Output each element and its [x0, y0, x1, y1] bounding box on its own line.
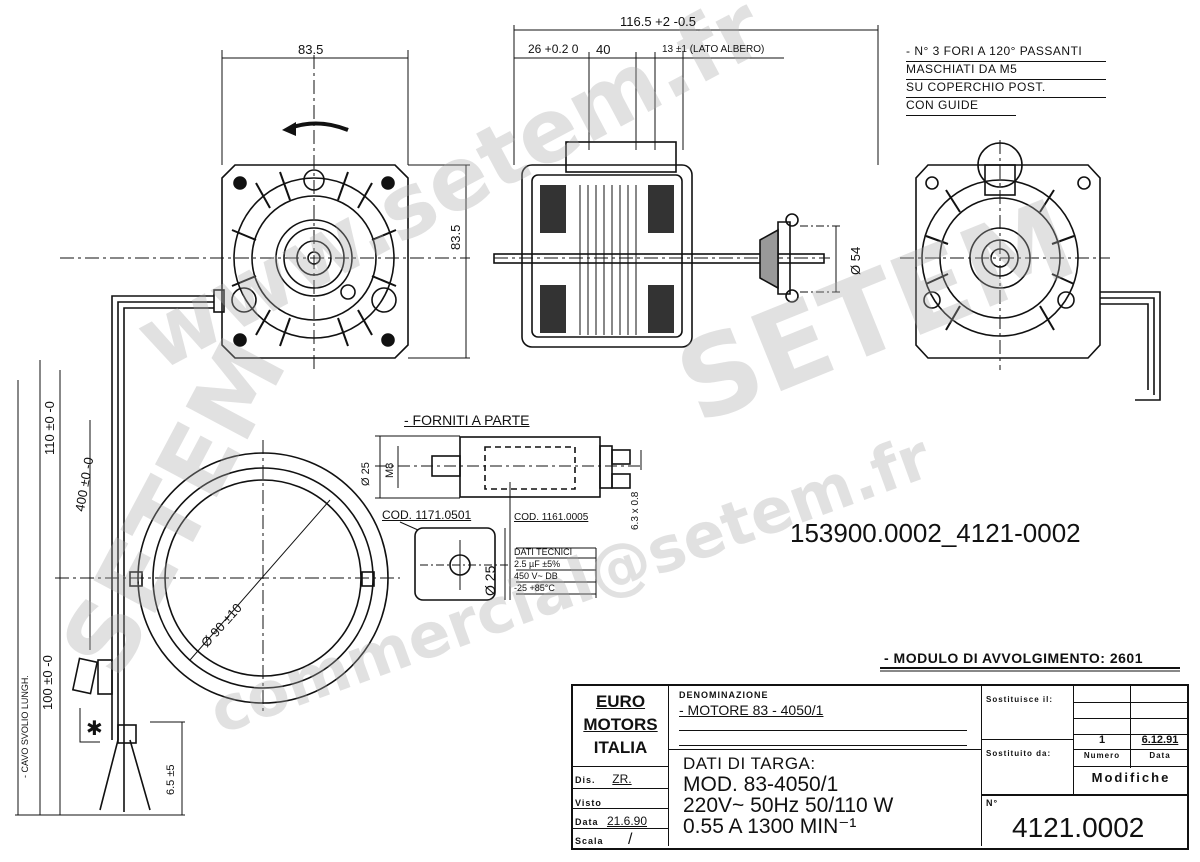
visto-label: Visto: [575, 798, 602, 808]
rating-label: DATI DI TARGA:: [683, 754, 816, 773]
dim-cable-stripped: 100 ±0 -0: [40, 655, 55, 710]
data-label: Data: [575, 817, 599, 827]
note-line: SU COPERCHIO POST.: [906, 80, 1106, 98]
mounting-holes-note: - N° 3 FORI A 120° PASSANTI MASCHIATI DA…: [906, 44, 1106, 116]
logo-line: ITALIA: [593, 738, 648, 757]
revision-number-header: Numero: [1083, 751, 1121, 760]
dim-shaft-side: 13 ±1 (LATO ALBERO): [662, 44, 765, 55]
scala-field: Scala /: [573, 828, 669, 848]
replaces-field: Sostituisce il:: [981, 686, 1073, 740]
drawing-number-label: N°: [986, 798, 999, 808]
dim-overall-length: 116.5 +2 -0.5: [620, 14, 697, 29]
revision-number: 1: [1098, 734, 1106, 746]
logo-line: MOTORS: [583, 715, 658, 734]
rating-current-speed: 0.55 A 1300 MIN⁻¹: [683, 815, 857, 838]
company-logo: EURO MOTORS ITALIA: [573, 686, 669, 766]
dis-field: Dis. ZR.: [573, 766, 669, 788]
revision-date: 6.12.91: [1141, 734, 1179, 746]
capacitor-dim-thread: M8: [384, 462, 396, 478]
dis-value: ZR.: [612, 772, 632, 786]
rating-electrical: 220V~ 50Hz 50/110 W: [683, 794, 894, 817]
bracket-diameter: Ø 25: [482, 565, 498, 596]
denomination-field: DENOMINAZIONE - MOTORE 83 - 4050/1: [669, 686, 981, 750]
revision-date-header: Data: [1149, 751, 1171, 760]
visto-field: Visto: [573, 788, 669, 808]
drawing-number-field: N° 4121.0002: [981, 794, 1187, 846]
dim-flange-offset: 26 +0.2 0: [528, 42, 579, 56]
drawing-number-value: 4121.0002: [1012, 812, 1145, 843]
dim-cable-length-1: 110 ±0 -0: [42, 401, 57, 455]
denomination-label: DENOMINAZIONE: [679, 690, 769, 700]
denomination-value: - MOTORE 83 - 4050/1: [679, 702, 824, 718]
data-field: Data 21.6.90: [573, 808, 669, 828]
capacitor-code: COD. 1161.0005: [514, 512, 589, 523]
note-line: MASCHIATI DA M5: [906, 62, 1106, 80]
rating-model: MOD. 83-4050/1: [683, 773, 839, 796]
dim-front-width: 83.5: [298, 42, 324, 57]
replaces-label: Sostituisce il:: [986, 695, 1054, 704]
tech-data-line: DATI TECNICI: [514, 547, 573, 557]
capacitor-dim-diameter: Ø 25: [360, 462, 372, 486]
tech-data-line: -25 +85°C: [514, 583, 555, 593]
asterisk-marker: ✱: [86, 718, 103, 740]
tech-data-line: 2.5 µF ±5%: [514, 559, 561, 569]
capacitor-dim-terminal: 6.3 x 0.8: [630, 491, 641, 530]
title-block: EURO MOTORS ITALIA Dis. ZR. Visto Data 2…: [571, 684, 1189, 850]
reference-code: 153900.0002_4121-0002: [790, 518, 1081, 548]
revisions-table: 1 6.12.91 Numero Data Modifiche: [1073, 686, 1188, 794]
capacitor-tech-data: DATI TECNICI 2.5 µF ±5% 450 V~ DB -25 +8…: [514, 546, 596, 594]
dim-wire-end: 6.5 ±5: [165, 764, 177, 795]
bracket-code: COD. 1171.0501: [382, 508, 472, 522]
replaced-by-field: Sostituito da:: [981, 740, 1073, 794]
scala-value: /: [627, 831, 633, 848]
rating-field: DATI DI TARGA: MOD. 83-4050/1 220V~ 50Hz…: [669, 750, 981, 846]
winding-module: - MODULO DI AVVOLGIMENTO: 2601: [884, 650, 1143, 666]
tech-data-line: 450 V~ DB: [514, 571, 558, 581]
note-line: - N° 3 FORI A 120° PASSANTI: [906, 44, 1106, 62]
replaced-by-label: Sostituito da:: [986, 749, 1052, 758]
dim-cable-stripped-label: - CAVO SVOLIO LUNGH.: [20, 675, 30, 778]
modifications-label: Modifiche: [1091, 770, 1171, 785]
capacitor-title: - FORNITI A PARTE: [404, 412, 530, 428]
logo-line: EURO: [595, 692, 646, 711]
dis-label: Dis.: [575, 775, 596, 785]
scala-label: Scala: [575, 836, 604, 846]
data-value: 21.6.90: [606, 814, 648, 828]
dim-shaft-flange-diameter: Ø 54: [848, 246, 863, 275]
note-line: CON GUIDE: [906, 98, 1016, 116]
dim-front-height: 83.5: [448, 224, 463, 250]
dim-body-length: 40: [596, 42, 611, 57]
